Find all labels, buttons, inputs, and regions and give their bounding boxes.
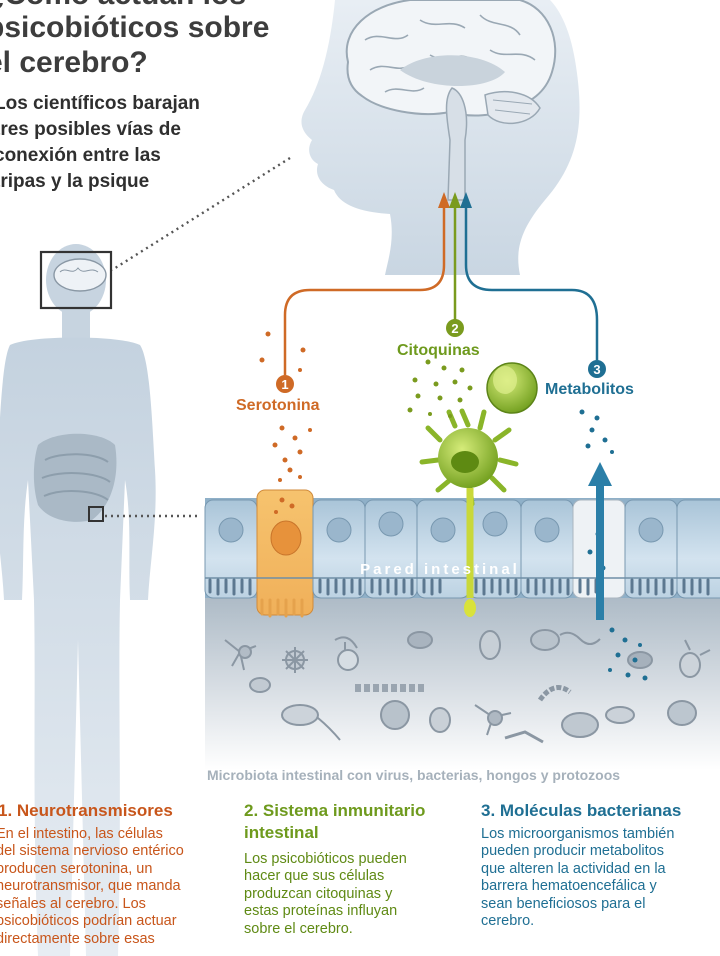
column-2-line-2: hacer que sus células — [244, 868, 385, 884]
column-3-heading: 3. Moléculas bacterianas — [481, 801, 682, 820]
column-1-heading: 1. Neurotransmisores — [0, 801, 173, 820]
brain-zoom-connector — [111, 156, 291, 272]
title-line-2: psicobióticos sobre — [0, 11, 270, 44]
column-1-line-5: señales al cerebro. Los — [0, 896, 146, 912]
pathway-2-line — [449, 192, 461, 320]
column-3-line-4: barrera hematoencefálica y — [481, 878, 657, 894]
column-2-heading-1: 2. Sistema inmunitario — [244, 801, 426, 820]
badge-3: 3 — [588, 360, 606, 378]
pathway-3-line — [460, 192, 599, 360]
column-1-line-6: psicobióticos podrían actuar — [0, 913, 177, 929]
microbiota-caption: Microbiota intestinal con virus, bacteri… — [207, 767, 621, 783]
column-3-line-6: cerebro. — [481, 913, 535, 929]
column-3-line-3: que alteren la actividad en la — [481, 861, 666, 877]
intro-line-4: tripas y la psique — [0, 171, 150, 192]
gut-zoom-box — [88, 506, 104, 522]
column-3-line-5: sean beneficiosos para el — [481, 896, 646, 912]
metabolitos-label: Metabolitos — [545, 381, 634, 398]
title-line-3: el cerebro? — [0, 46, 148, 79]
column-2-line-1: Los psicobióticos pueden — [244, 851, 407, 867]
column-3-line-2: pueden producir metabolitos — [481, 843, 664, 859]
svg-text:1: 1 — [281, 377, 288, 392]
pathway-1-line — [283, 192, 450, 375]
column-3-line-1: Los microorganismos también — [481, 826, 675, 842]
body-silhouette — [0, 244, 156, 956]
badge-1: 1 — [276, 375, 294, 393]
brain-illustration — [345, 0, 557, 201]
column-2-line-5: sobre el cerebro. — [244, 921, 353, 937]
intro-line-3: conexión entre las — [0, 145, 161, 166]
column-1-line-2: del sistema nervioso entérico — [0, 843, 184, 859]
cytokine-particles — [407, 359, 473, 418]
column-1-line-3: producen serotonina, un — [0, 861, 153, 877]
column-2-heading-2: intestinal — [244, 823, 319, 842]
intestinal-wall-label: Pared intestinal — [360, 561, 520, 578]
brain-zoom-box — [39, 250, 113, 310]
title-line-1: ¿Cómo actúan los — [0, 0, 246, 12]
microbiota — [224, 629, 711, 744]
immune-cell — [419, 362, 538, 617]
intestinal-lumen — [205, 590, 720, 770]
intro-line-1: Los científicos barajan — [0, 93, 200, 114]
serotonin-particles — [259, 331, 312, 514]
svg-text:2: 2 — [451, 321, 458, 336]
citoquinas-label: Citoquinas — [397, 342, 480, 359]
column-1-line-4: neurotransmisor, que manda — [0, 878, 181, 894]
column-1-line-1: En el intestino, las células — [0, 826, 163, 842]
intestinal-wall — [204, 489, 720, 618]
serotonina-label: Serotonina — [236, 397, 320, 414]
column-1-line-7: directamente sobre esas — [0, 931, 155, 947]
badge-2: 2 — [446, 319, 464, 337]
metabolite-arrow — [588, 462, 612, 620]
svg-text:3: 3 — [593, 362, 600, 377]
column-2-line-3: produzcan citoquinas y — [244, 886, 393, 902]
small-brain-icon — [53, 258, 107, 292]
column-2-line-4: estas proteínas influyan — [244, 903, 398, 919]
intro-line-2: tres posibles vías de — [0, 119, 181, 140]
